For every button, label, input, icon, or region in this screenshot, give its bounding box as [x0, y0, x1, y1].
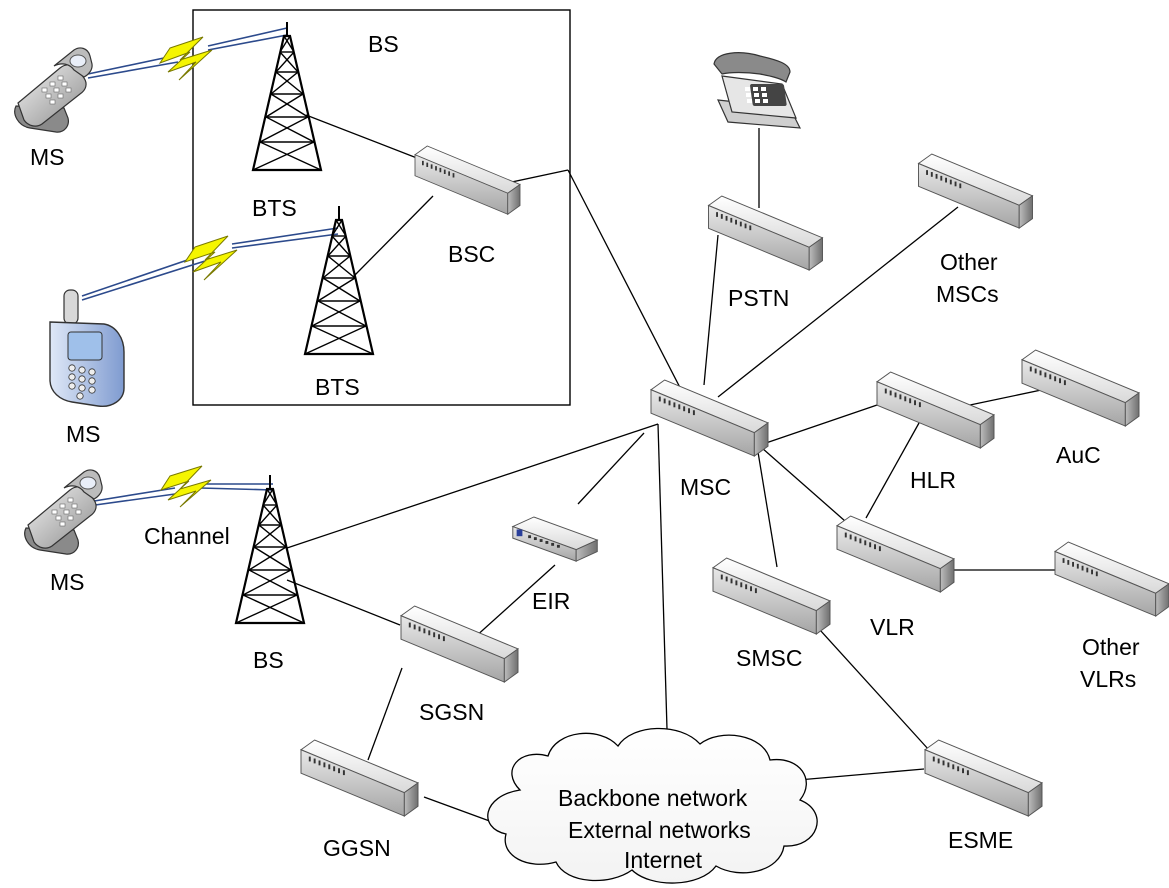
radio-tower-icon [303, 204, 375, 356]
mobile-phone-icon [49, 289, 125, 407]
small-switch-icon [512, 516, 598, 562]
smsc-node: SMSC [712, 557, 831, 671]
vlr-node: VLR [836, 515, 955, 640]
backbone-cloud: Backbone network External networks Inter… [487, 727, 818, 884]
cloud-label-line2: External networks [568, 817, 751, 843]
other-vlrs-label-line1: Other [1082, 634, 1140, 660]
network-device-icon [836, 515, 955, 593]
bsc-label: BSC [448, 241, 495, 267]
sgsn-label: SGSN [419, 699, 484, 725]
cloud-icon [487, 727, 818, 884]
radio-link-3 [87, 465, 274, 508]
msc-label: MSC [680, 474, 731, 500]
network-device-icon [414, 145, 521, 215]
network-device-icon [650, 379, 769, 457]
radio-link-2 [81, 227, 339, 301]
bs-bottom: BS [234, 473, 306, 673]
auc-node: AuC [1021, 349, 1140, 468]
ggsn-label: GGSN [323, 835, 391, 861]
ms-2-label: MS [66, 421, 101, 447]
bsc-node: BSC [414, 145, 521, 267]
bts-2-label: BTS [315, 374, 360, 400]
pstn-label: PSTN [728, 285, 789, 311]
other-vlrs-node: Other VLRs [1054, 541, 1169, 692]
bs-top-label: BS [368, 31, 399, 57]
channel-label: Channel [144, 523, 230, 549]
hlr-node: HLR [876, 371, 995, 493]
flip-phone-icon [14, 47, 93, 133]
network-device-icon [924, 739, 1043, 817]
eir-node: EIR [512, 516, 598, 614]
radio-tower-icon [251, 20, 323, 172]
bs-group-frame [192, 9, 571, 406]
esme-label: ESME [948, 827, 1013, 853]
other-mscs-label-line1: Other [940, 249, 998, 275]
lightning-icon [159, 465, 212, 508]
esme-node: ESME [924, 739, 1043, 853]
hlr-label: HLR [910, 467, 956, 493]
auc-label: AuC [1056, 442, 1101, 468]
radio-link-1 [87, 27, 288, 81]
lightning-icon [158, 36, 213, 81]
cloud-label-line3: Internet [624, 847, 703, 873]
ms-1-label: MS [30, 144, 65, 170]
network-device-icon [876, 371, 995, 449]
network-device-icon [1021, 349, 1140, 427]
bts-1-label: BTS [252, 195, 297, 221]
bts-1: BTS [251, 20, 323, 221]
radio-tower-icon [234, 473, 306, 625]
network-device-icon [300, 739, 419, 817]
ms-1: MS [14, 47, 93, 170]
bs-bottom-label: BS [253, 647, 284, 673]
lightning-icon [183, 235, 238, 281]
network-device-icon [708, 195, 823, 271]
vlr-label: VLR [870, 614, 915, 640]
sgsn-node: SGSN [400, 605, 519, 725]
eir-label: EIR [532, 588, 570, 614]
other-mscs-node: Other MSCs [918, 153, 1033, 307]
cloud-label-line1: Backbone network [558, 785, 748, 811]
network-device-icon [712, 557, 831, 635]
other-mscs-label-line2: MSCs [936, 281, 999, 307]
ggsn-node: GGSN [300, 739, 419, 861]
ms-2: MS [49, 289, 125, 447]
connection-lines [286, 114, 1061, 824]
ms-3: MS [24, 469, 103, 595]
smsc-label: SMSC [736, 645, 802, 671]
msc-node: MSC [650, 379, 769, 500]
ms-3-label: MS [50, 569, 85, 595]
telephone-icon [713, 52, 802, 129]
network-device-icon [918, 153, 1033, 229]
flip-phone-icon [24, 469, 103, 555]
other-vlrs-label-line2: VLRs [1080, 666, 1136, 692]
network-device-icon [400, 605, 519, 683]
bts-2: BTS [303, 204, 375, 400]
network-device-icon [1054, 541, 1169, 617]
pstn-node: PSTN [708, 195, 823, 311]
